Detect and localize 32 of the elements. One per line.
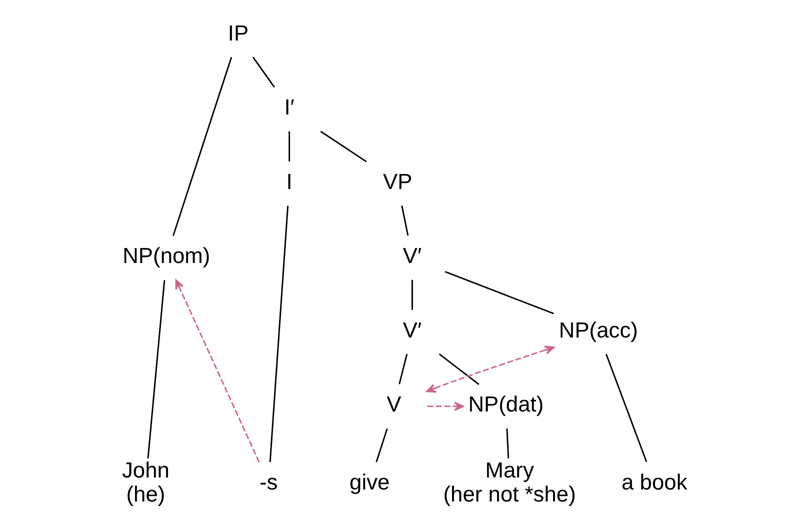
connector bbox=[172, 56, 232, 236]
node-text: V′ bbox=[402, 317, 422, 342]
connector bbox=[320, 130, 366, 162]
arrow bbox=[426, 346, 554, 393]
node-text: VP bbox=[382, 168, 412, 194]
node-text: IP bbox=[227, 20, 248, 46]
node-text: John (he) bbox=[121, 457, 169, 507]
connector bbox=[398, 354, 408, 384]
connector bbox=[146, 280, 165, 458]
node-text: give bbox=[349, 470, 390, 495]
node-text: V bbox=[386, 392, 401, 417]
node-text: -s bbox=[259, 470, 278, 495]
node-text: NP(acc) bbox=[558, 317, 638, 342]
node-text: NP(nom) bbox=[122, 243, 210, 268]
connector bbox=[400, 205, 408, 236]
arrow bbox=[426, 402, 464, 411]
arrow bbox=[174, 279, 260, 462]
node-text: I bbox=[286, 168, 292, 194]
connector bbox=[605, 354, 647, 462]
connector bbox=[252, 56, 274, 88]
node-text: I′ bbox=[284, 94, 294, 120]
node-text: NP(dat) bbox=[468, 392, 544, 417]
node-text: V′ bbox=[402, 243, 422, 268]
connector bbox=[411, 280, 412, 310]
node-text: a book bbox=[621, 470, 687, 495]
connector bbox=[444, 271, 554, 314]
connector bbox=[288, 131, 290, 162]
connector bbox=[375, 428, 388, 462]
connector bbox=[506, 428, 509, 458]
connector bbox=[438, 354, 479, 385]
connector bbox=[268, 206, 288, 462]
node-text: Mary (her not *she) bbox=[442, 457, 576, 507]
